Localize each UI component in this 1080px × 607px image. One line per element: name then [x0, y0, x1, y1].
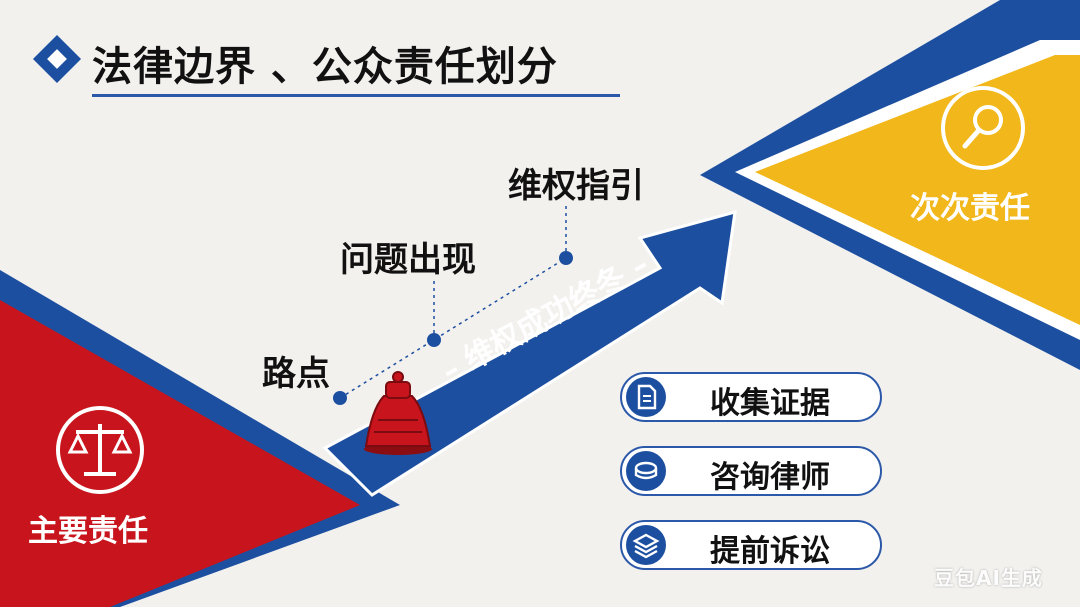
primary-triangle	[0, 300, 360, 607]
page-title: 法律边界 、公众责任划分	[92, 44, 558, 90]
bell-icon	[364, 371, 432, 455]
progress-arrow	[322, 209, 737, 497]
action-label: 提前诉讼	[710, 534, 830, 569]
document-icon	[626, 377, 666, 417]
milestone-label-1: 路点	[262, 354, 330, 394]
action-collect-evidence[interactable]: 收集证据	[620, 372, 882, 422]
milestone-dot	[427, 333, 441, 347]
action-label: 咨询律师	[710, 460, 830, 495]
primary-label: 主要责任	[28, 514, 148, 549]
milestone-label-2: 问题出现	[340, 240, 476, 280]
milestone-dot	[559, 251, 573, 265]
action-early-litigation[interactable]: 提前诉讼	[620, 520, 882, 570]
action-label: 收集证据	[710, 386, 830, 421]
milestone-label-3: 维权指引	[508, 166, 644, 206]
layers-icon	[626, 525, 666, 565]
milestone-path	[339, 257, 567, 399]
title-underline	[92, 94, 620, 97]
watermark: 豆包AI生成	[934, 566, 1043, 590]
magnifier-icon	[941, 86, 1025, 170]
scales-icon	[56, 406, 144, 494]
disk-icon	[626, 451, 666, 491]
milestone-dot	[333, 391, 347, 405]
secondary-label: 次次责任	[910, 191, 1030, 226]
action-consult-lawyer[interactable]: 咨询律师	[620, 446, 882, 496]
